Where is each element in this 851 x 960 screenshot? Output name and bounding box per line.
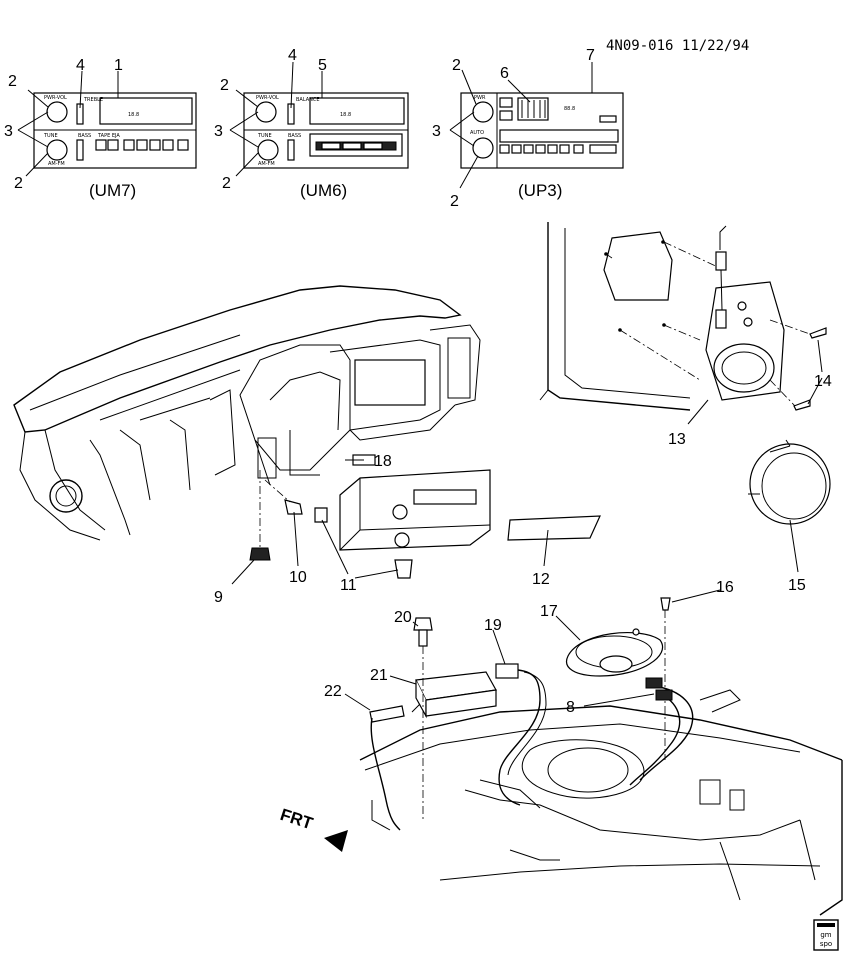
callout-2e: 2 (452, 57, 461, 74)
radio-up3: PWR AUTO 88.8 (460, 92, 624, 169)
callout-16: 16 (716, 579, 734, 596)
um7-tune-knob (46, 139, 68, 161)
callout-10: 10 (289, 569, 307, 586)
callout-14: 14 (814, 373, 832, 390)
um7-display: 18.8 (128, 112, 139, 118)
callout-9: 9 (214, 589, 223, 606)
um6-display: 18.8 (340, 112, 351, 118)
radio-callouts (17, 61, 593, 189)
model-label-um6: (UM6) (300, 181, 347, 200)
speaker-grille-15 (748, 439, 831, 525)
callout-18: 18 (374, 453, 392, 470)
um7-knob-bottom-label: TUNE (43, 133, 58, 139)
callout-15: 15 (788, 577, 806, 594)
pad-part-12 (507, 515, 601, 541)
front-indicator: FRT (278, 805, 348, 852)
bolt-20 (413, 617, 433, 820)
module-21 (411, 671, 497, 719)
front-label: FRT (278, 805, 316, 833)
callout-12: 12 (532, 571, 550, 588)
rear-shelf (359, 689, 843, 916)
callout-19: 19 (484, 617, 502, 634)
up3-knob-bottom-label: AUTO (470, 130, 484, 136)
callout-2b: 2 (14, 175, 23, 192)
um6-slider-top-label: BALANCE (296, 97, 320, 103)
knob-part-9 (249, 470, 271, 561)
callout-13: 13 (668, 431, 686, 448)
um7-band-label: AM-FM (48, 161, 65, 167)
radio-um7: 18.8 PWR-VOL TUNE AM-FM TREBLE BASS TAPE… (33, 92, 197, 169)
up3-power-knob (472, 101, 494, 123)
antenna-cable-22 (369, 705, 405, 831)
callout-3b: 3 (214, 123, 223, 140)
callout-2c: 2 (220, 77, 229, 94)
connector-19 (495, 663, 547, 806)
callout-21: 21 (370, 667, 388, 684)
knob-part-10 (264, 479, 303, 515)
callout-11: 11 (340, 577, 357, 594)
um7-slider-bottom-label: BASS (78, 133, 91, 139)
callout-3: 3 (4, 123, 13, 140)
deck-speaker-17 (566, 628, 663, 677)
um6-knob-top-label: PWR-VOL (256, 95, 279, 101)
um7-slider-top-label: TREBLE (83, 97, 103, 103)
callout-numbers: 1 2 3 2 4 5 2 3 2 4 7 6 2 3 2 8 9 10 11 … (4, 47, 832, 716)
callout-7: 7 (586, 47, 595, 64)
front-arrow-icon (324, 830, 348, 852)
screws-14 (769, 319, 827, 411)
callout-2: 2 (8, 73, 17, 90)
screw-16 (660, 597, 671, 760)
callout-3c: 3 (432, 123, 441, 140)
up3-auto-knob (472, 137, 494, 159)
callout-20: 20 (394, 609, 412, 626)
radio-um6: 18.8 PWR-VOL TUNE AM-FM BALANCE BASS (243, 92, 409, 169)
door-panel (539, 222, 721, 411)
um6-slider-bottom-label: BASS (288, 133, 301, 139)
leader-lines (231, 339, 823, 711)
diagram-code: 4N09-016 11/22/94 (606, 38, 749, 54)
callout-4: 4 (76, 57, 85, 74)
gm-spo-logo: gm spo (813, 919, 839, 951)
callout-22: 22 (324, 683, 342, 700)
um6-knob-bottom-label: TUNE (257, 133, 272, 139)
callout-2d: 2 (222, 175, 231, 192)
callout-4b: 4 (288, 47, 297, 64)
callout-17: 17 (540, 603, 558, 620)
callout-1: 1 (114, 57, 123, 74)
model-label-um7: (UM7) (89, 181, 136, 200)
svg-text:gm: gm (820, 931, 831, 939)
svg-text:spo: spo (820, 940, 832, 948)
callout-8: 8 (566, 699, 575, 716)
callout-5: 5 (318, 57, 327, 74)
callout-2f: 2 (450, 193, 459, 210)
um7-button-label: TAPE EJA (97, 133, 120, 139)
up3-display: 88.8 (564, 106, 575, 112)
harness-8 (629, 677, 694, 786)
callout-6: 6 (500, 65, 509, 82)
um6-volume-knob (255, 101, 277, 123)
radio-receiver (339, 469, 491, 551)
instrument-panel (13, 285, 481, 541)
model-label-up3: (UP3) (518, 181, 562, 200)
um7-knob-top-label: PWR-VOL (44, 95, 67, 101)
um7-volume-knob (46, 101, 68, 123)
um6-tune-knob (257, 139, 279, 161)
um6-band-label: AM-FM (258, 161, 275, 167)
door-speaker-13 (705, 225, 785, 401)
knob-part-11 (314, 507, 413, 579)
up3-knob-top-label: PWR (474, 95, 486, 101)
